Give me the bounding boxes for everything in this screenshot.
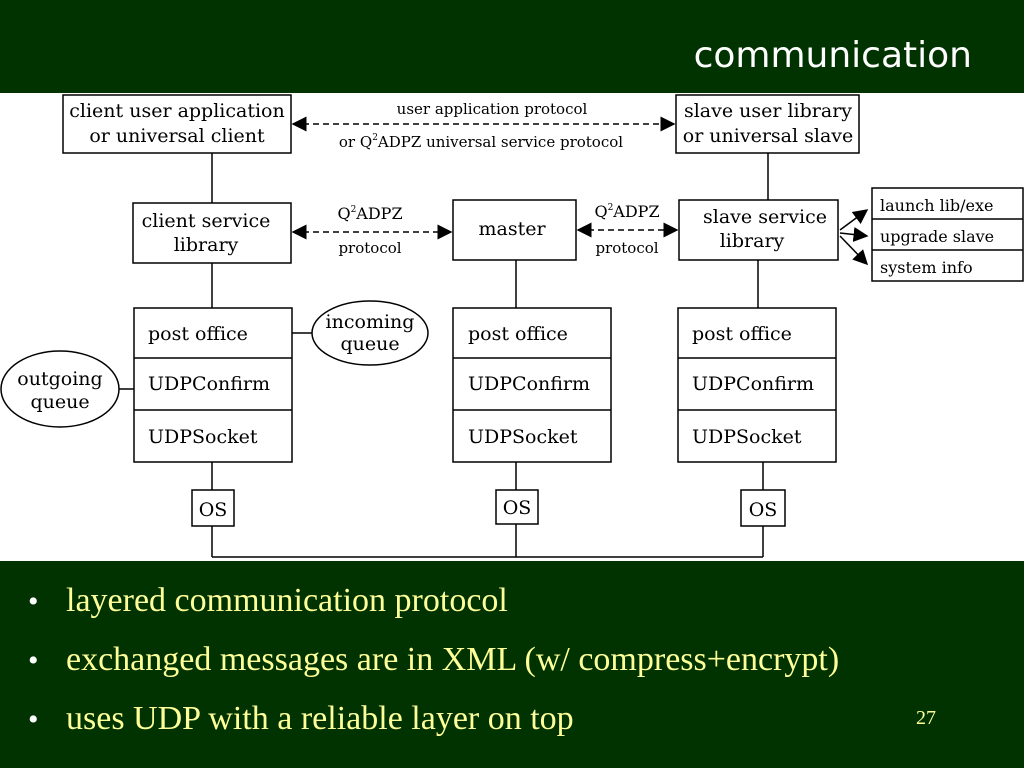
slave-lib-label-1: slave user library bbox=[684, 100, 852, 122]
post-office-label: post office bbox=[692, 323, 792, 345]
client-app-label-1: client user application bbox=[69, 100, 284, 122]
udp-confirm-label: UDPConfirm bbox=[148, 373, 270, 395]
slide-title: communication bbox=[693, 35, 972, 76]
client-service-label-1: client service bbox=[142, 210, 271, 232]
master-label: master bbox=[478, 218, 546, 240]
incoming-queue-label-2: queue bbox=[340, 333, 399, 355]
slave-user-library-box bbox=[675, 94, 860, 154]
udp-confirm-label: UDPConfirm bbox=[468, 373, 590, 395]
udp-socket-label: UDPSocket bbox=[692, 426, 802, 448]
slave-service-library-box bbox=[678, 199, 839, 261]
sysinfo-label: system info bbox=[880, 258, 973, 277]
udp-socket-label: UDPSocket bbox=[468, 426, 578, 448]
outgoing-queue-label-1: outgoing bbox=[17, 368, 102, 390]
user-app-protocol-label: user application protocol bbox=[397, 100, 588, 118]
slave-service-label-1: slave service bbox=[703, 206, 827, 228]
post-office-label: post office bbox=[148, 323, 248, 345]
bullet-text: exchanged messages are in XML (w/ compre… bbox=[66, 641, 840, 678]
udp-confirm-label: UDPConfirm bbox=[692, 373, 814, 395]
bullet-item: • layered communication protocol bbox=[28, 572, 1008, 631]
master-box bbox=[452, 199, 577, 261]
bullet-text: layered communication protocol bbox=[66, 582, 508, 619]
slave-service-label-2: library bbox=[720, 230, 785, 252]
bullet-symbol: • bbox=[28, 644, 39, 677]
slave-lib-label-2: or universal slave bbox=[683, 125, 854, 147]
incoming-queue-label-1: incoming bbox=[326, 311, 415, 333]
client-master-protocol-label-2: protocol bbox=[338, 239, 401, 257]
bullet-item: • exchanged messages are in XML (w/ compr… bbox=[28, 631, 1008, 690]
outgoing-queue-label-2: queue bbox=[30, 391, 89, 413]
os-box-master bbox=[495, 489, 539, 525]
client-master-protocol-label-1: Q2ADPZ bbox=[337, 204, 402, 223]
title-bar: communication bbox=[0, 0, 1024, 93]
post-office-label: post office bbox=[468, 323, 568, 345]
slave-stack: post office UDPConfirm UDPSocket bbox=[677, 307, 837, 463]
master-stack: post office UDPConfirm UDPSocket bbox=[452, 307, 612, 463]
os-label: OS bbox=[503, 497, 532, 519]
client-user-application-box bbox=[62, 94, 292, 154]
os-box-client bbox=[191, 489, 235, 527]
os-label: OS bbox=[199, 499, 228, 521]
os-box-slave bbox=[740, 489, 786, 527]
communication-diagram: client user application or universal cli… bbox=[0, 93, 1024, 561]
os-label: OS bbox=[749, 499, 778, 521]
client-stack: post office UDPConfirm UDPSocket bbox=[133, 307, 293, 463]
bullet-text: uses UDP with a reliable layer on top bbox=[66, 700, 574, 737]
slave-actions-box bbox=[871, 187, 1024, 282]
master-slave-protocol-label-2: protocol bbox=[595, 239, 658, 257]
connector-lines bbox=[211, 153, 769, 558]
client-service-label-2: library bbox=[174, 234, 239, 256]
udp-socket-label: UDPSocket bbox=[148, 426, 258, 448]
bullet-symbol: • bbox=[28, 585, 39, 618]
master-slave-protocol-label-1: Q2ADPZ bbox=[594, 202, 659, 221]
upgrade-label: upgrade slave bbox=[880, 227, 994, 246]
page-number: 27 bbox=[916, 707, 936, 729]
universal-service-protocol-label: or Q2ADPZ universal service protocol bbox=[339, 133, 623, 151]
client-app-label-2: or universal client bbox=[89, 125, 265, 147]
client-service-library-box bbox=[132, 202, 292, 264]
bullet-list: • layered communication protocol • exchang… bbox=[28, 572, 1008, 749]
launch-label: launch lib/exe bbox=[880, 196, 993, 215]
bullet-symbol: • bbox=[28, 703, 39, 736]
bullet-item: • uses UDP with a reliable layer on top bbox=[28, 690, 1008, 749]
